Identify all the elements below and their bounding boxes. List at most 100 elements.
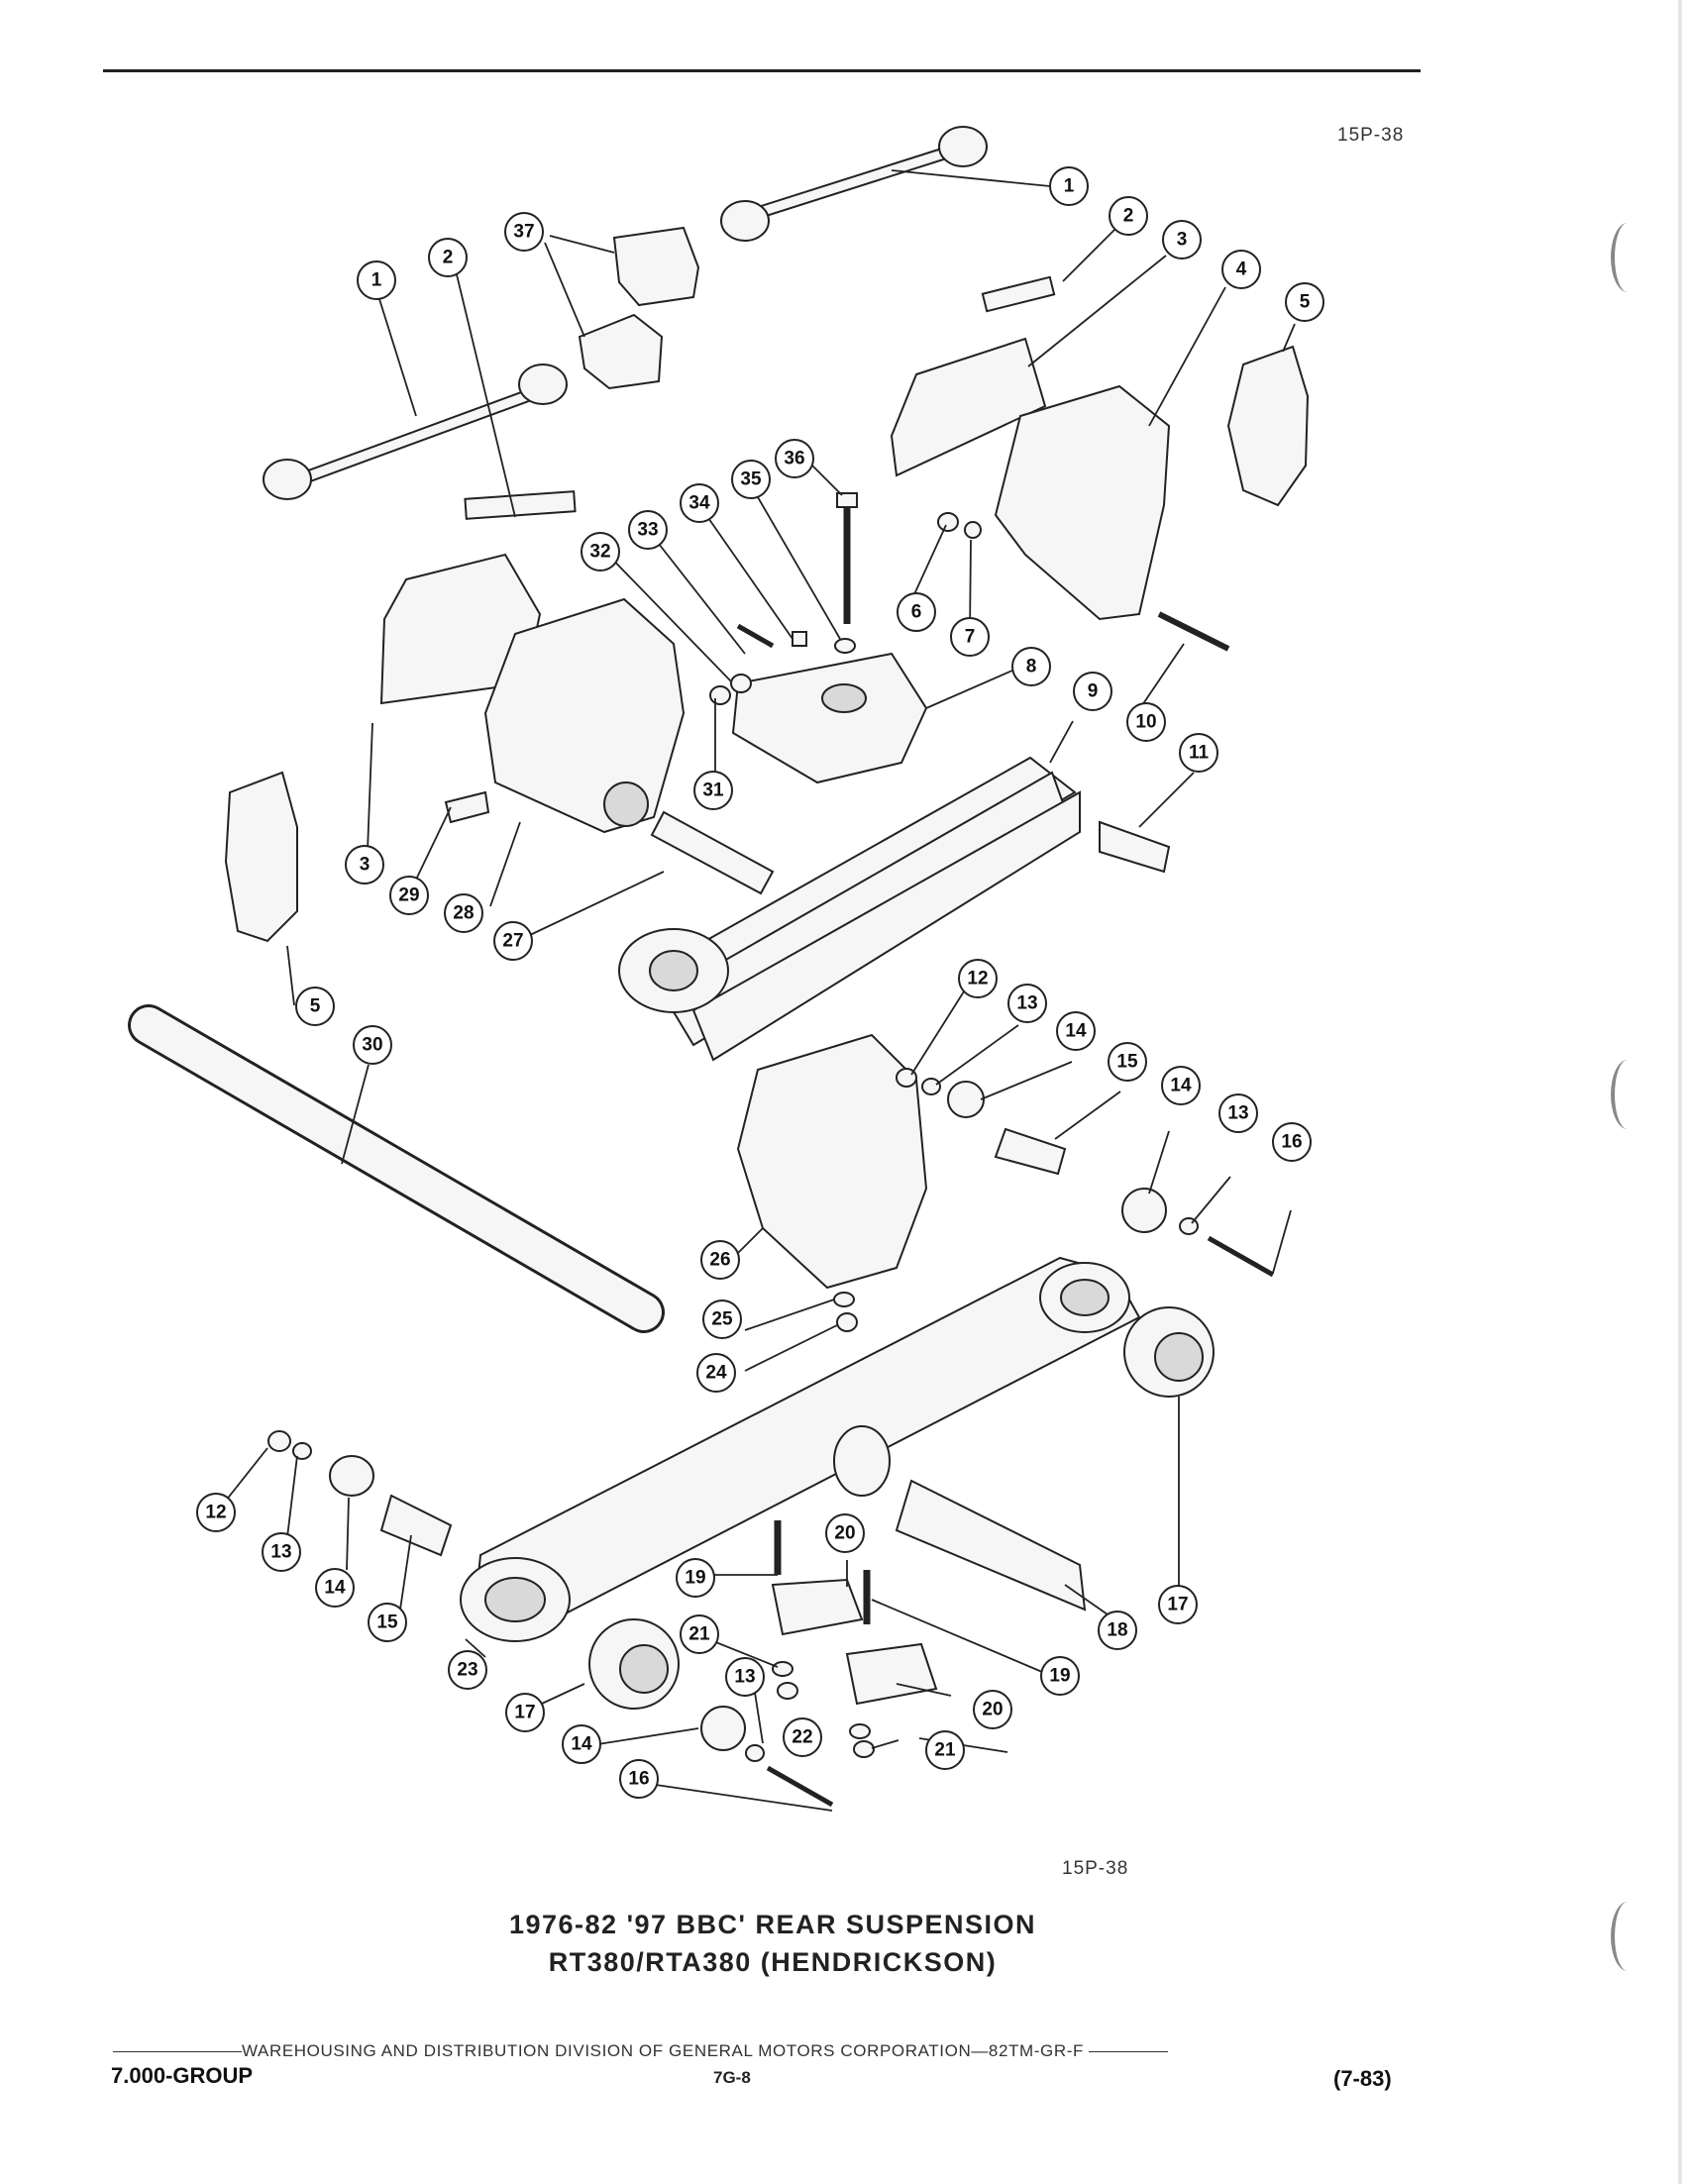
callout-16b: 16 (619, 1759, 659, 1799)
svg-text:1: 1 (371, 270, 382, 291)
spring-hanger-28 (483, 597, 686, 834)
washer-21-left (772, 1661, 793, 1677)
svg-text:20: 20 (834, 1523, 855, 1544)
callout-13d: 13 (725, 1657, 765, 1697)
saddle-8 (731, 652, 928, 784)
footer-page-number: 7G-8 (713, 2068, 751, 2087)
callout-13c: 13 (262, 1532, 301, 1572)
svg-text:13: 13 (270, 1542, 291, 1563)
bolt-36 (836, 492, 858, 508)
callout-19a: 19 (676, 1558, 715, 1598)
binder-hole-mark (1611, 223, 1644, 292)
svg-text:33: 33 (637, 520, 658, 541)
svg-text:23: 23 (457, 1660, 477, 1681)
sleeve-15-left (379, 1494, 453, 1557)
footer-date-code: (7-83) (1333, 2066, 1392, 2091)
svg-text:16: 16 (1281, 1132, 1302, 1153)
washer-7 (964, 521, 982, 539)
callout-9: 9 (1073, 672, 1112, 711)
callout-3b: 3 (345, 845, 384, 884)
figure-id-bottom: 15P-38 (1062, 1858, 1129, 1879)
svg-text:19: 19 (685, 1568, 705, 1589)
footer-dash-left (113, 2051, 242, 2053)
footer-dash-right (1089, 2051, 1169, 2053)
footer-text: WAREHOUSING AND DISTRIBUTION DIVISION OF… (242, 2041, 1084, 2060)
callout-28: 28 (444, 893, 483, 933)
nut-12-left (267, 1430, 291, 1452)
callout-19b: 19 (1040, 1656, 1080, 1696)
figure-title-line1: 1976-82 '97 BBC' REAR SUSPENSION (508, 1910, 1036, 1939)
bolt-16-bottom (766, 1765, 834, 1808)
svg-text:32: 32 (589, 542, 610, 563)
bushing-14-bottom (700, 1706, 746, 1751)
nut-22-right (853, 1740, 875, 1758)
washer-13-left (292, 1442, 312, 1460)
washer-25 (833, 1292, 855, 1307)
svg-text:2: 2 (1123, 206, 1134, 227)
callout-35: 35 (731, 460, 771, 499)
washer-13-upper (921, 1078, 941, 1095)
svg-text:14: 14 (571, 1734, 592, 1755)
nut-34 (792, 631, 807, 647)
svg-text:17: 17 (514, 1703, 535, 1723)
callout-34: 34 (680, 483, 719, 523)
cross-tube-30 (131, 1007, 662, 1330)
nut-24 (836, 1312, 858, 1332)
callout-29: 29 (389, 876, 429, 915)
svg-text:28: 28 (453, 903, 474, 924)
side-plate-3-right (890, 337, 1047, 477)
nut-32 (730, 674, 752, 693)
svg-text:10: 10 (1135, 712, 1156, 733)
washer-13-bottom (745, 1744, 765, 1762)
svg-text:18: 18 (1107, 1620, 1127, 1641)
svg-text:25: 25 (711, 1309, 733, 1330)
footer-section-label: 7.000-GROUP (111, 2063, 254, 2088)
svg-text:36: 36 (784, 449, 804, 469)
callout-23: 23 (448, 1650, 487, 1690)
callout-3a: 3 (1162, 220, 1202, 260)
axle-saddle-26 (736, 1033, 928, 1290)
callout-25: 25 (702, 1300, 742, 1339)
shackle-5-right (1226, 345, 1310, 507)
callout-26: 26 (700, 1240, 740, 1280)
footer-line: WAREHOUSING AND DISTRIBUTION DIVISION OF… (113, 2041, 1351, 2061)
svg-text:12: 12 (967, 969, 988, 989)
svg-text:13: 13 (734, 1667, 755, 1688)
callout-37: 37 (504, 212, 544, 252)
callout-30: 30 (353, 1025, 392, 1065)
bolt-10 (1157, 611, 1230, 652)
shackle-5-left (224, 771, 298, 943)
callout-20b: 20 (973, 1690, 1012, 1729)
svg-text:16: 16 (628, 1769, 649, 1790)
svg-text:6: 6 (911, 602, 922, 623)
callout-7: 7 (950, 617, 990, 657)
spring-hanger-4 (994, 384, 1171, 621)
svg-text:30: 30 (362, 1035, 382, 1056)
svg-text:29: 29 (398, 885, 419, 906)
callout-21b: 21 (925, 1730, 965, 1770)
svg-text:4: 4 (1236, 260, 1247, 280)
callout-8: 8 (1011, 647, 1051, 686)
callout-17a: 17 (1158, 1585, 1198, 1624)
bushing-14-left (329, 1455, 374, 1497)
nut-22-left (777, 1682, 798, 1700)
nut-6 (937, 512, 959, 532)
callout-14b: 14 (1161, 1066, 1201, 1105)
cap-20-upper (771, 1578, 864, 1636)
callout-31: 31 (693, 771, 733, 810)
svg-text:22: 22 (792, 1727, 812, 1748)
svg-text:31: 31 (702, 780, 724, 801)
bracket-37-lower (578, 313, 664, 390)
callout-33: 33 (628, 510, 668, 550)
callout-18: 18 (1098, 1611, 1137, 1650)
svg-text:3: 3 (360, 855, 370, 876)
callout-10: 10 (1126, 702, 1166, 742)
callout-21a: 21 (680, 1614, 719, 1654)
page-edge (1678, 0, 1682, 2184)
callout-1b: 1 (357, 260, 396, 300)
bushing-14-upper (947, 1081, 985, 1118)
callout-2b: 2 (428, 238, 468, 277)
svg-text:24: 24 (705, 1363, 727, 1384)
callout-13a: 13 (1007, 984, 1047, 1023)
